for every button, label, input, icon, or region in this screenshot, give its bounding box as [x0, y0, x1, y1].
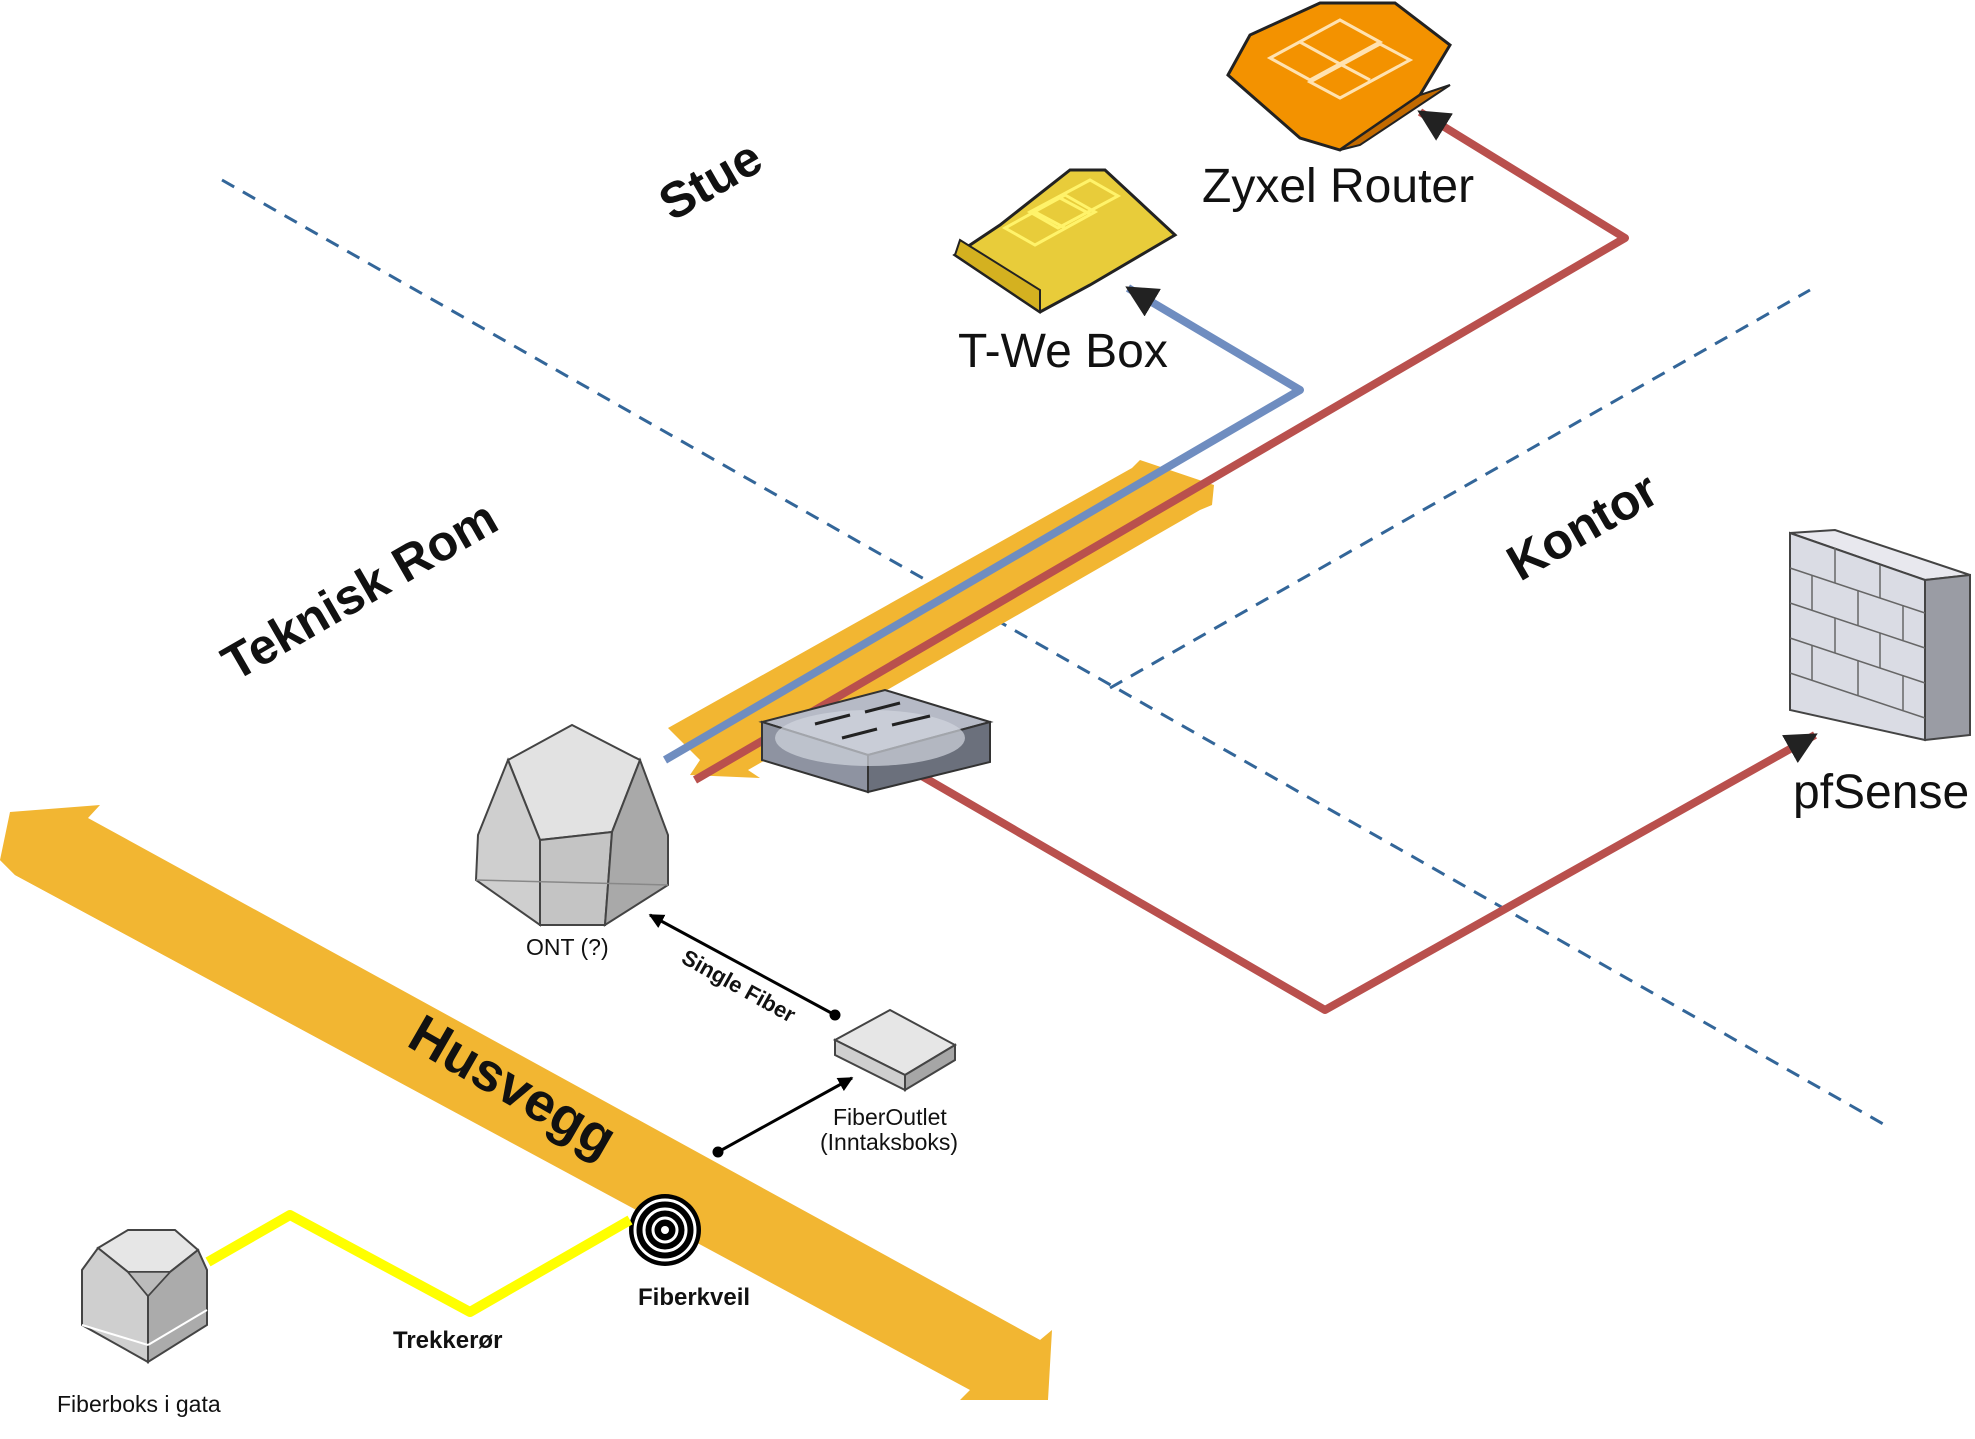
- cables: [662, 108, 1818, 1014]
- label-fiber-outlet: FiberOutlet: [833, 1104, 947, 1130]
- label-zyxel-router: Zyxel Router: [1202, 160, 1474, 213]
- zone-boundaries: [221, 178, 1886, 1127]
- room-label-kontor: Kontor: [1498, 461, 1668, 591]
- single-fiber-arrow: [648, 913, 836, 1017]
- label-fiber-outlet-sub: (Inntaksboks): [820, 1129, 958, 1155]
- husvegg-wall: [0, 805, 1052, 1400]
- label-pfsense: pfSense: [1793, 766, 1969, 819]
- fiber-outlet-icon: [832, 1008, 958, 1092]
- label-twe-box: T-We Box: [958, 325, 1168, 378]
- label-fiberkveil: Fiberkveil: [638, 1284, 750, 1311]
- zone-line-stue: [221, 178, 1886, 1127]
- fiber-arrows: [648, 913, 854, 1158]
- inner-wall: [668, 460, 1214, 778]
- label-trekkeror: Trekkerør: [393, 1327, 502, 1354]
- zone-line-kontor: [1109, 288, 1811, 690]
- cable-red-zyxel: [692, 108, 1629, 784]
- settop-box-icon: [952, 168, 1178, 314]
- fiber-coil-icon: [629, 1194, 701, 1266]
- room-label-teknisk-rom: Teknisk Rom: [213, 489, 507, 691]
- router-icon: [1226, 1, 1452, 152]
- switch-icon: [758, 688, 994, 794]
- trekkeror-line: [205, 1210, 633, 1317]
- outlet-arrow: [717, 1076, 854, 1154]
- label-ont: ONT (?): [526, 934, 609, 960]
- room-label-stue: Stue: [650, 129, 772, 232]
- label-fiberboks: Fiberboks i gata: [57, 1391, 221, 1417]
- cable-red-pfsense: [917, 731, 1818, 1014]
- ont-icon: [474, 723, 669, 927]
- street-box-icon: [81, 1229, 208, 1364]
- cable-blue-twe: [662, 284, 1304, 764]
- firewall-icon: [1789, 528, 1971, 742]
